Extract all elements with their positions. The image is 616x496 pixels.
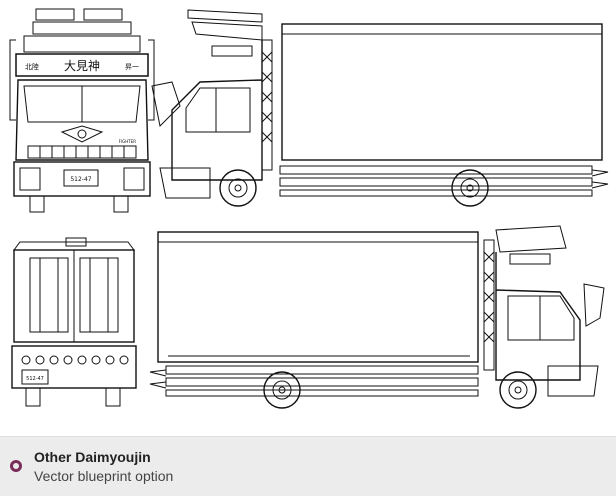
- radio-bullet-icon[interactable]: [10, 460, 22, 472]
- front-plate-right: 昇一: [125, 63, 139, 71]
- caption-title: Other Daimyoujin: [34, 449, 151, 465]
- caption-subtitle: Vector blueprint option: [34, 468, 174, 484]
- rear-view: 512-47: [11, 237, 137, 407]
- front-brand-text: FIGHTER: [119, 139, 137, 144]
- front-plate-left: 北陸: [25, 62, 39, 71]
- side-view-left-facing-right: [149, 225, 605, 409]
- truck-blueprint-drawing: 大見神 北陸 昇一 FIGHTER 512-: [9, 8, 609, 409]
- front-view: 大見神 北陸 昇一 FIGHTER 512-: [9, 8, 155, 213]
- front-license: 512-47: [70, 176, 91, 183]
- front-plate-center: 大見神: [64, 59, 100, 73]
- side-view-right-facing-left: [151, 9, 609, 207]
- rear-license: 512-47: [26, 376, 44, 382]
- caption-bar: Other Daimyoujin Vector blueprint option: [0, 436, 616, 496]
